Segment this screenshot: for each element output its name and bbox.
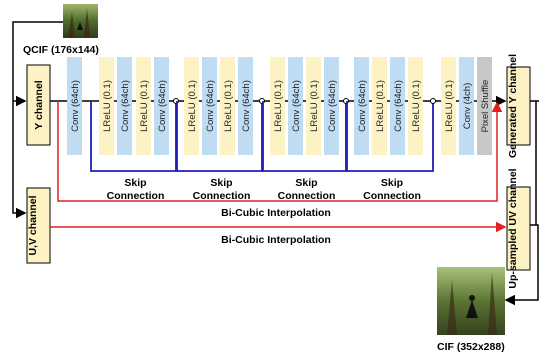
block-label: Pixel Shuffle — [480, 80, 491, 133]
generated-y-channel-box: Generated Y channel — [506, 54, 531, 158]
output-forest-image — [437, 267, 505, 335]
sum-node — [430, 98, 436, 104]
block-label: Conv (64ch) — [241, 80, 252, 132]
block-lrelu-4: LReLU (0.1) — [136, 57, 151, 155]
block-conv-11: Conv (64ch) — [288, 57, 303, 155]
skip-connection-label: Connection — [107, 190, 165, 202]
y-interpolation-path — [57, 101, 503, 202]
upsampled-uv-channel-label: Up-sampled UV channel — [507, 168, 519, 288]
block-lrelu-12: LReLU (0.1) — [306, 57, 321, 155]
block-lrelu-6: LReLU (0.1) — [184, 57, 199, 155]
uv-channel-label: U,V channel — [27, 195, 39, 255]
block-label: LReLU (0.1) — [139, 80, 150, 132]
block-conv-3: Conv (64ch) — [117, 57, 132, 155]
skip-connection-label: Connection — [193, 190, 251, 202]
input-image-caption: QCIF (176x144) — [23, 44, 99, 56]
block-label: Conv (64ch) — [327, 80, 338, 132]
block-conv-9: Conv (64ch) — [238, 57, 253, 155]
block-lrelu-15: LReLU (0.1) — [372, 57, 387, 155]
block-conv-5: Conv (64ch) — [154, 57, 169, 155]
input-branch-lines — [12, 21, 63, 219]
block-label: Conv (64ch) — [120, 80, 131, 132]
svg-text:U,V channel: U,V channel — [27, 195, 39, 255]
block-label: LReLU (0.1) — [375, 80, 386, 132]
uv-channel-box: U,V channel — [26, 187, 51, 264]
block-conv-13: Conv (64ch) — [324, 57, 339, 155]
skip-connection-label: Connection — [278, 190, 336, 202]
block-label: LReLU (0.1) — [187, 80, 198, 132]
block-lrelu-2: LReLU (0.1) — [99, 57, 114, 155]
block-label: Conv (64ch) — [291, 80, 302, 132]
block-conv-1: Conv (64ch) — [67, 57, 82, 155]
block-conv-16: Conv (64ch) — [390, 57, 405, 155]
uv-interpolation-label: Bi-Cubic Interpolation — [221, 234, 331, 246]
block-label: Conv (64ch) — [70, 80, 81, 132]
generated-y-channel-label: Generated Y channel — [507, 54, 519, 158]
y-channel-label: Y channel — [33, 80, 45, 129]
block-shuffle-20: Pixel Shuffle — [477, 57, 492, 155]
input-forest-image — [63, 4, 98, 38]
block-label: LReLU (0.1) — [444, 80, 455, 132]
skip-connection-label: Connection — [363, 190, 421, 202]
output-merge-lines — [504, 100, 539, 306]
block-conv-14: Conv (64ch) — [354, 57, 369, 155]
block-label: LReLU (0.1) — [273, 80, 284, 132]
block-lrelu-17: LReLU (0.1) — [408, 57, 423, 155]
upsampled-uv-channel-box: Up-sampled UV channel — [506, 168, 531, 289]
block-lrelu-18: LReLU (0.1) — [441, 57, 456, 155]
block-label: LReLU (0.1) — [223, 80, 234, 132]
skip-connection-label: Skip — [295, 177, 317, 189]
block-label: LReLU (0.1) — [102, 80, 113, 132]
block-label: Conv (64ch) — [393, 80, 404, 132]
layer-blocks: Conv (64ch) LReLU (0.1) Conv (64ch) LReLU (… — [67, 57, 492, 155]
block-conv-7: Conv (64ch) — [202, 57, 217, 155]
y-channel-box: Y channel — [26, 64, 51, 146]
output-image-caption: CIF (352x288) — [437, 341, 505, 353]
block-lrelu-8: LReLU (0.1) — [220, 57, 235, 155]
block-label: Conv (4ch) — [462, 83, 473, 129]
block-label: LReLU (0.1) — [411, 80, 422, 132]
skip-connection-label: Skip — [381, 177, 403, 189]
skip-connection-label: Skip — [124, 177, 146, 189]
block-lrelu-10: LReLU (0.1) — [270, 57, 285, 155]
skip-connection-label: Skip — [210, 177, 232, 189]
block-label: Conv (64ch) — [205, 80, 216, 132]
skip-connections: SkipConnectionSkipConnectionSkipConnecti… — [90, 98, 436, 202]
block-label: Conv (64ch) — [157, 80, 168, 132]
y-interpolation-label: Bi-Cubic Interpolation — [221, 207, 331, 219]
block-conv-19: Conv (4ch) — [459, 57, 474, 155]
block-label: Conv (64ch) — [357, 80, 368, 132]
block-label: LReLU (0.1) — [309, 80, 320, 132]
